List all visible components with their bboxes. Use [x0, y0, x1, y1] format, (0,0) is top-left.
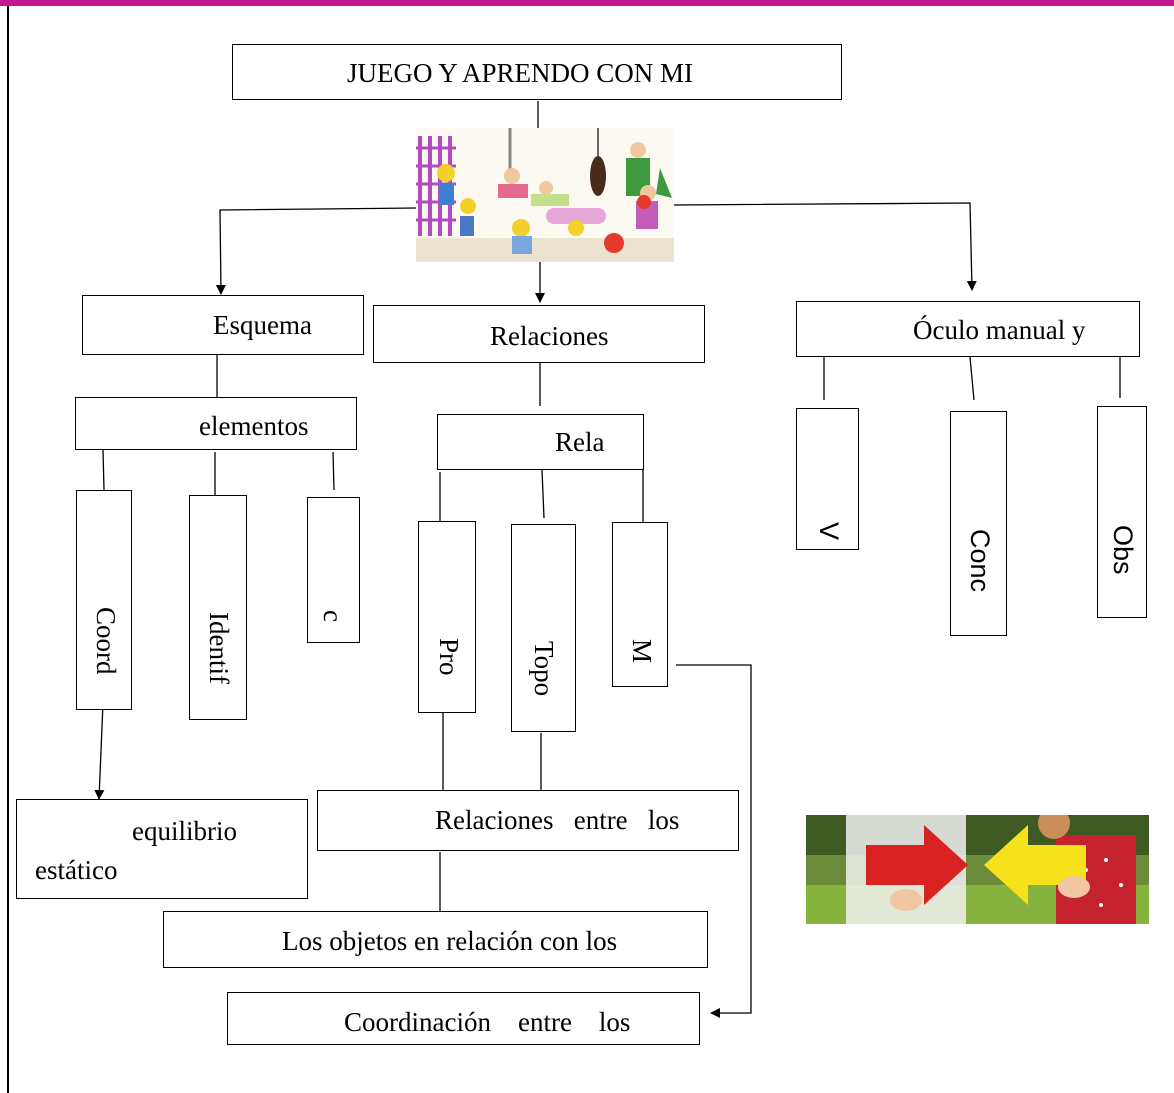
conc-box: Conc	[950, 411, 1007, 636]
elementos-box: elementos	[75, 397, 357, 450]
coordinacion-box: Coordinación entre los	[227, 992, 700, 1045]
pro-box: Pro	[418, 521, 476, 713]
relaciones-label: Relaciones	[490, 321, 609, 351]
topo-box: Topo	[511, 524, 576, 732]
m-box: M	[612, 522, 668, 687]
arrows-children-photo	[806, 815, 1149, 924]
pro-label: Pro	[434, 638, 464, 676]
equilibrio-box: equilibrio estático	[16, 799, 308, 899]
esquema-label: Esquema	[213, 310, 312, 340]
topo-label: Topo	[529, 641, 559, 697]
m-label: M	[627, 639, 657, 664]
relaciones-entre-label: Relaciones entre los	[435, 805, 680, 835]
rela-box: Rela	[437, 414, 644, 470]
title-text: JUEGO Y APRENDO CON MI	[347, 58, 694, 88]
obs-label: Obs	[1108, 525, 1138, 575]
obs-box: Obs	[1097, 406, 1147, 618]
oculo-label: Óculo manual y	[913, 315, 1086, 345]
relaciones-box: Relaciones	[373, 305, 705, 363]
top-border-bar	[0, 0, 1174, 6]
rela-label: Rela	[555, 427, 605, 457]
v-label: V	[814, 522, 844, 541]
coord-label: Coord	[91, 607, 121, 675]
children-gym-illustration	[416, 128, 674, 262]
c-box: c	[307, 497, 360, 643]
left-frame-line	[7, 6, 9, 1093]
relaciones-entre-box: Relaciones entre los	[317, 790, 739, 851]
equilibrio-line1: equilibrio	[132, 816, 237, 846]
elementos-label: elementos	[199, 411, 309, 441]
conc-label: Conc	[965, 529, 995, 593]
identif-box: Identif	[189, 495, 247, 720]
v-box: V	[796, 408, 859, 550]
c-label: c	[318, 610, 348, 622]
esquema-box: Esquema	[82, 295, 364, 355]
objetos-label: Los objetos en relación con los	[282, 926, 618, 956]
title-box: JUEGO Y APRENDO CON MI	[232, 44, 842, 100]
equilibrio-line2: estático	[35, 855, 118, 885]
coord-box: Coord	[76, 490, 132, 710]
identif-label: Identif	[204, 612, 234, 684]
objetos-box: Los objetos en relación con los	[163, 911, 708, 968]
coordinacion-label: Coordinación entre los	[344, 1007, 631, 1037]
oculo-box: Óculo manual y	[796, 301, 1140, 357]
